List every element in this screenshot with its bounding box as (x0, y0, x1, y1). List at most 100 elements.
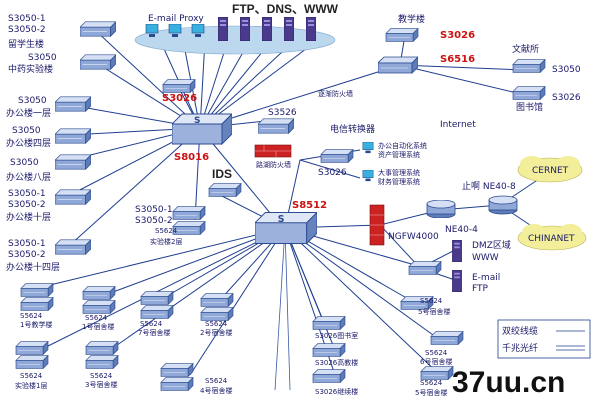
legend: 双绞线缆 千兆光纤 (497, 319, 591, 359)
router-label: 止啊 NE40-8 (462, 180, 516, 192)
switch-icon (430, 331, 464, 345)
building-label: 1号宿舍楼 (82, 322, 114, 331)
building-label: 办公楼八层 (6, 171, 51, 183)
switch-icon (55, 189, 91, 205)
switch-label: S3050 (10, 158, 39, 168)
ids-label: IDS (212, 167, 232, 181)
switch-label: S5624 (85, 314, 108, 322)
switch-icon (15, 355, 49, 369)
ids-icon (208, 183, 242, 197)
switch-icon (172, 206, 206, 220)
server-icon (262, 17, 272, 41)
switch-label: S5624 (90, 372, 113, 380)
switch-icon (312, 316, 346, 330)
router-icon (426, 200, 456, 218)
cloud-icon (517, 156, 583, 183)
switch-icon (512, 86, 546, 100)
switch-label: S5624 (205, 320, 228, 328)
switch-label: S3050 (552, 65, 581, 75)
switch-label: S3026 (440, 30, 475, 41)
system-label: 资产管理系统 (378, 150, 420, 159)
switch-label: S3050-2 (8, 200, 46, 210)
server-icon (284, 17, 294, 41)
switch-icon (55, 239, 91, 255)
server-icon (452, 270, 462, 292)
server-farm-base (134, 25, 336, 55)
switch-label: S5624 (205, 377, 228, 385)
building-label: 3号宿舍楼 (85, 380, 117, 389)
switch-icon (312, 369, 346, 383)
switch-icon (385, 28, 419, 42)
system-label: 办公自动化系统 (378, 141, 427, 150)
switch-label: S3026 (318, 168, 347, 178)
router-icon (488, 195, 518, 215)
switch-icon (80, 21, 116, 37)
server-icon (306, 17, 316, 41)
switch-icon (55, 128, 91, 144)
dmz-label: WWW (472, 253, 499, 263)
ftp-dns-www-label: FTP、DNS、WWW (232, 2, 339, 16)
switch-icon (82, 286, 116, 300)
building-label: 6号宿舍楼 (420, 357, 452, 366)
firewall-label: 路湖防火墙 (256, 160, 291, 169)
cloud-label: CHINANET (528, 234, 575, 244)
firewall-icon (254, 144, 292, 158)
switch-icon (200, 307, 234, 321)
switch-icon (20, 283, 54, 297)
building-label: 4号宿舍楼 (200, 386, 232, 395)
building-label: 7号宿舍楼 (138, 328, 170, 337)
building-label: 文献所 (512, 43, 539, 55)
switch-icon (160, 377, 194, 391)
switch-icon (80, 54, 116, 70)
system-label: 财务管理系统 (378, 177, 420, 186)
switch-icon (160, 363, 194, 377)
switch-icon (162, 79, 196, 93)
switch-label: S3050-2 (135, 216, 173, 226)
switch-label: S3026图书室 (315, 331, 358, 340)
s3050-2-label: S3050-2 (8, 25, 46, 35)
switch-icon (320, 149, 354, 163)
building-label: 办公楼一层 (6, 107, 51, 119)
pc-icon (362, 142, 374, 154)
switch-label: S3526 (268, 108, 297, 118)
switch-icon (15, 341, 49, 355)
switch-label: S3050 (12, 126, 41, 136)
core-switch-label: S8512 (292, 200, 327, 211)
core-switch-label: S8016 (174, 152, 209, 163)
server-icon (218, 17, 228, 41)
switch-icon (85, 355, 119, 369)
switch-icon (55, 154, 91, 170)
switch-icon (512, 59, 546, 73)
cloud-icon (517, 224, 587, 251)
building-label: 教学楼 (398, 13, 425, 25)
switch-label: S5624 (155, 227, 178, 235)
firewall-label: 逐渐防火墙 (318, 89, 353, 98)
switch-icon (312, 343, 346, 357)
switch-icon (82, 300, 116, 314)
firewall-icon (369, 204, 385, 246)
server-icon (240, 17, 250, 41)
switch-label: S5624 (425, 349, 448, 357)
top-server-farm (134, 17, 336, 55)
s3050-1-label: S3050-1 (8, 14, 46, 24)
email-proxy-label: E-mail Proxy (148, 14, 204, 24)
building-label: 办公楼四层 (6, 137, 51, 149)
dmz-label: DMZ区域 (472, 239, 511, 251)
converter-label: 电信转换器 (330, 123, 375, 135)
legend-label: 双绞线缆 (502, 325, 538, 337)
switch-label: S5624 (140, 320, 163, 328)
legend-label: 千兆光纤 (502, 342, 538, 354)
switch-icon (420, 366, 454, 380)
switch-icon (378, 56, 418, 74)
switch-label: S3050 (18, 96, 47, 106)
system-label: 大事管理系统 (378, 168, 420, 177)
switch-label: S3050-1 (135, 205, 173, 215)
router-label: NE40-4 (445, 225, 478, 235)
switch-label: S3026 (162, 93, 197, 104)
switch-icon (55, 96, 91, 112)
internet-label: Internet (440, 120, 476, 130)
switch-icon (140, 291, 174, 305)
dmz-label: FTP (472, 284, 489, 294)
building-label: 中药实验楼 (8, 63, 53, 75)
